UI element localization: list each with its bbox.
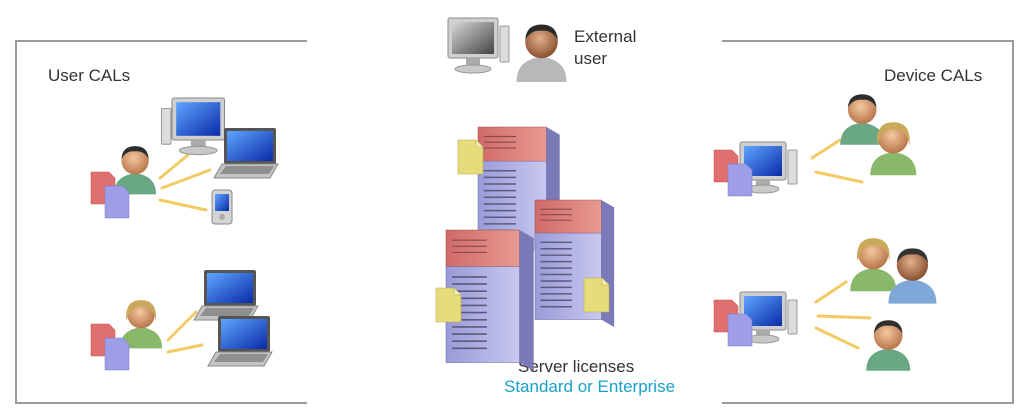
user-cals-frame (15, 40, 307, 404)
desktop-icon (160, 97, 226, 156)
user-icon (866, 320, 911, 371)
connector-lines (814, 280, 872, 350)
license-document-icon (435, 287, 462, 323)
connector-lines (810, 138, 864, 184)
laptop-icon (207, 315, 273, 367)
external-desktop-icon (447, 17, 510, 74)
license-document-icon (583, 277, 610, 313)
external-user-icon (516, 24, 567, 82)
pda-icon (211, 189, 233, 225)
user-cals-label: User CALs (48, 66, 131, 85)
laptop-icon (193, 269, 259, 321)
user-icon (888, 248, 937, 304)
external-user-label: External user (574, 27, 637, 68)
license-document-icon (457, 139, 484, 175)
connector-lines (158, 153, 212, 212)
server-editions-label: Standard or Enterprise (504, 377, 676, 396)
device-cals-frame (722, 40, 1014, 404)
user-icon (850, 238, 897, 292)
device-cals-label: Device CALs (884, 66, 983, 85)
cal-document-icon (90, 323, 130, 371)
connector-lines (166, 310, 204, 354)
server-licenses-label: Server licenses (518, 357, 635, 376)
